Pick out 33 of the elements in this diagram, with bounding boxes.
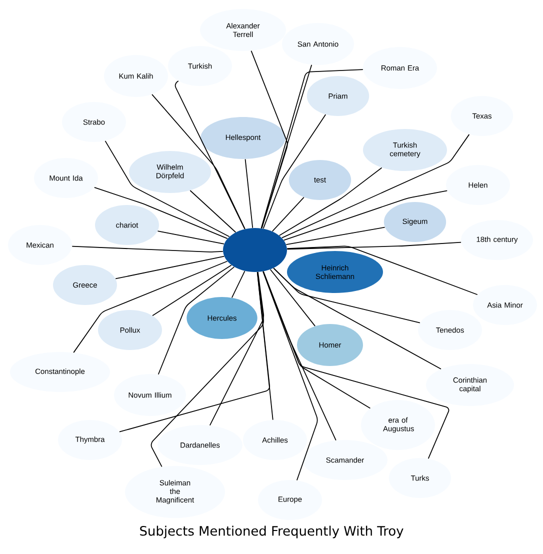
connector-line xyxy=(273,268,442,370)
connector-line xyxy=(73,260,228,353)
connector-line xyxy=(262,271,318,481)
connector-line xyxy=(250,50,288,229)
connector-line xyxy=(174,80,246,230)
connector-line xyxy=(286,242,462,250)
connector-line xyxy=(272,196,304,232)
connector-line xyxy=(104,140,230,238)
center-bubble xyxy=(223,228,287,272)
connector-line xyxy=(150,272,264,468)
connector-line xyxy=(152,264,232,316)
connector-line xyxy=(286,246,478,296)
connector-line xyxy=(283,190,448,241)
connector-line xyxy=(262,114,326,229)
connector-line xyxy=(231,270,246,298)
connector-line xyxy=(115,256,225,280)
connector-line xyxy=(190,190,236,233)
connector-line xyxy=(94,187,228,240)
connector-line xyxy=(244,158,254,228)
connector-line xyxy=(261,64,312,229)
connector-line xyxy=(158,266,235,375)
connector-line xyxy=(282,134,470,238)
connector-line xyxy=(72,246,224,252)
connector-line xyxy=(256,272,274,420)
connector-line xyxy=(270,269,316,327)
connector-line xyxy=(209,272,264,426)
connector-line xyxy=(152,94,246,230)
chart-title: Subjects Mentioned Frequently With Troy xyxy=(140,526,404,538)
connector-line xyxy=(286,226,386,245)
connector-line xyxy=(157,230,224,244)
connector-line xyxy=(260,69,364,229)
connector-line xyxy=(278,167,382,236)
connector-line xyxy=(262,271,450,459)
